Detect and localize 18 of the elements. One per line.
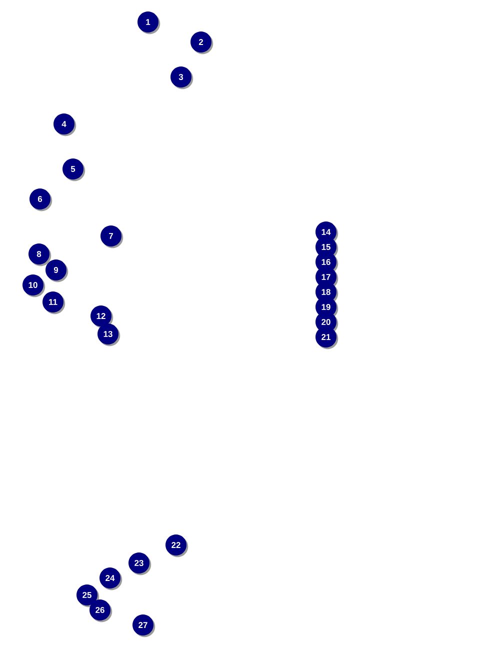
callout-number: 7 — [100, 226, 124, 248]
callout-number: 11 — [42, 292, 66, 314]
callout-number: 22 — [166, 534, 188, 558]
callout-number: 5 — [62, 158, 86, 182]
callout-number: 26 — [90, 600, 112, 622]
callout-number: 13 — [98, 324, 120, 346]
callout-number: 24 — [100, 568, 122, 590]
callout-number: 4 — [54, 114, 76, 136]
callout-number: 21 — [316, 326, 338, 350]
callout-number: 3 — [170, 66, 194, 90]
callout-number: 23 — [128, 552, 152, 576]
callout-number: 9 — [46, 260, 68, 282]
callout-number: 8 — [28, 244, 52, 266]
callout-number: 6 — [30, 188, 52, 212]
callout-number: 10 — [22, 274, 46, 298]
callout-number: 27 — [132, 614, 156, 638]
callout-number: 2 — [190, 32, 214, 54]
callout-number: 1 — [138, 12, 160, 34]
